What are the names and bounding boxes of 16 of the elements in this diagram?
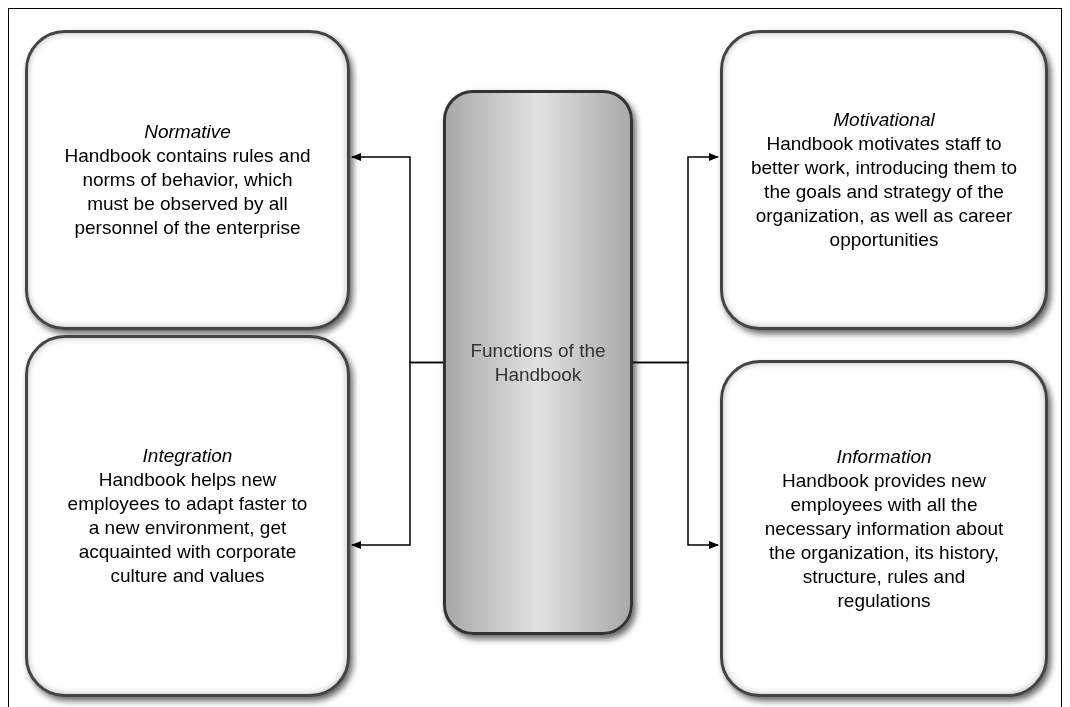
function-heading: Motivational: [832, 108, 936, 132]
arrow: [632, 361, 719, 549]
rounded-box: [720, 360, 1048, 697]
rounded-box: [25, 335, 350, 697]
rounded-box: [25, 30, 350, 330]
arrow: [351, 361, 444, 549]
function-heading: Normative: [143, 120, 232, 144]
function-description: Handbook motivates staff to better work, introducing them to the goals and strategy of the organization, as well as career opportunities: [749, 132, 1019, 252]
function-heading: Integration: [141, 444, 234, 468]
function-description: Handbook helps new employees to adapt faster to a new environment, get acquainted with corporate culture and values: [66, 468, 309, 588]
center-box: [443, 90, 633, 635]
function-description: Handbook contains rules and norms of behavior, which must be observed by all personnel of the enterprise: [63, 144, 312, 240]
rounded-box: [720, 30, 1048, 330]
center-title: Functions of the Handbook: [469, 338, 607, 387]
function-heading: Information: [835, 444, 933, 469]
function-description: Handbook provides new employees with all the necessary information about the organization, its history, structure, rules and regulations: [763, 468, 1005, 613]
